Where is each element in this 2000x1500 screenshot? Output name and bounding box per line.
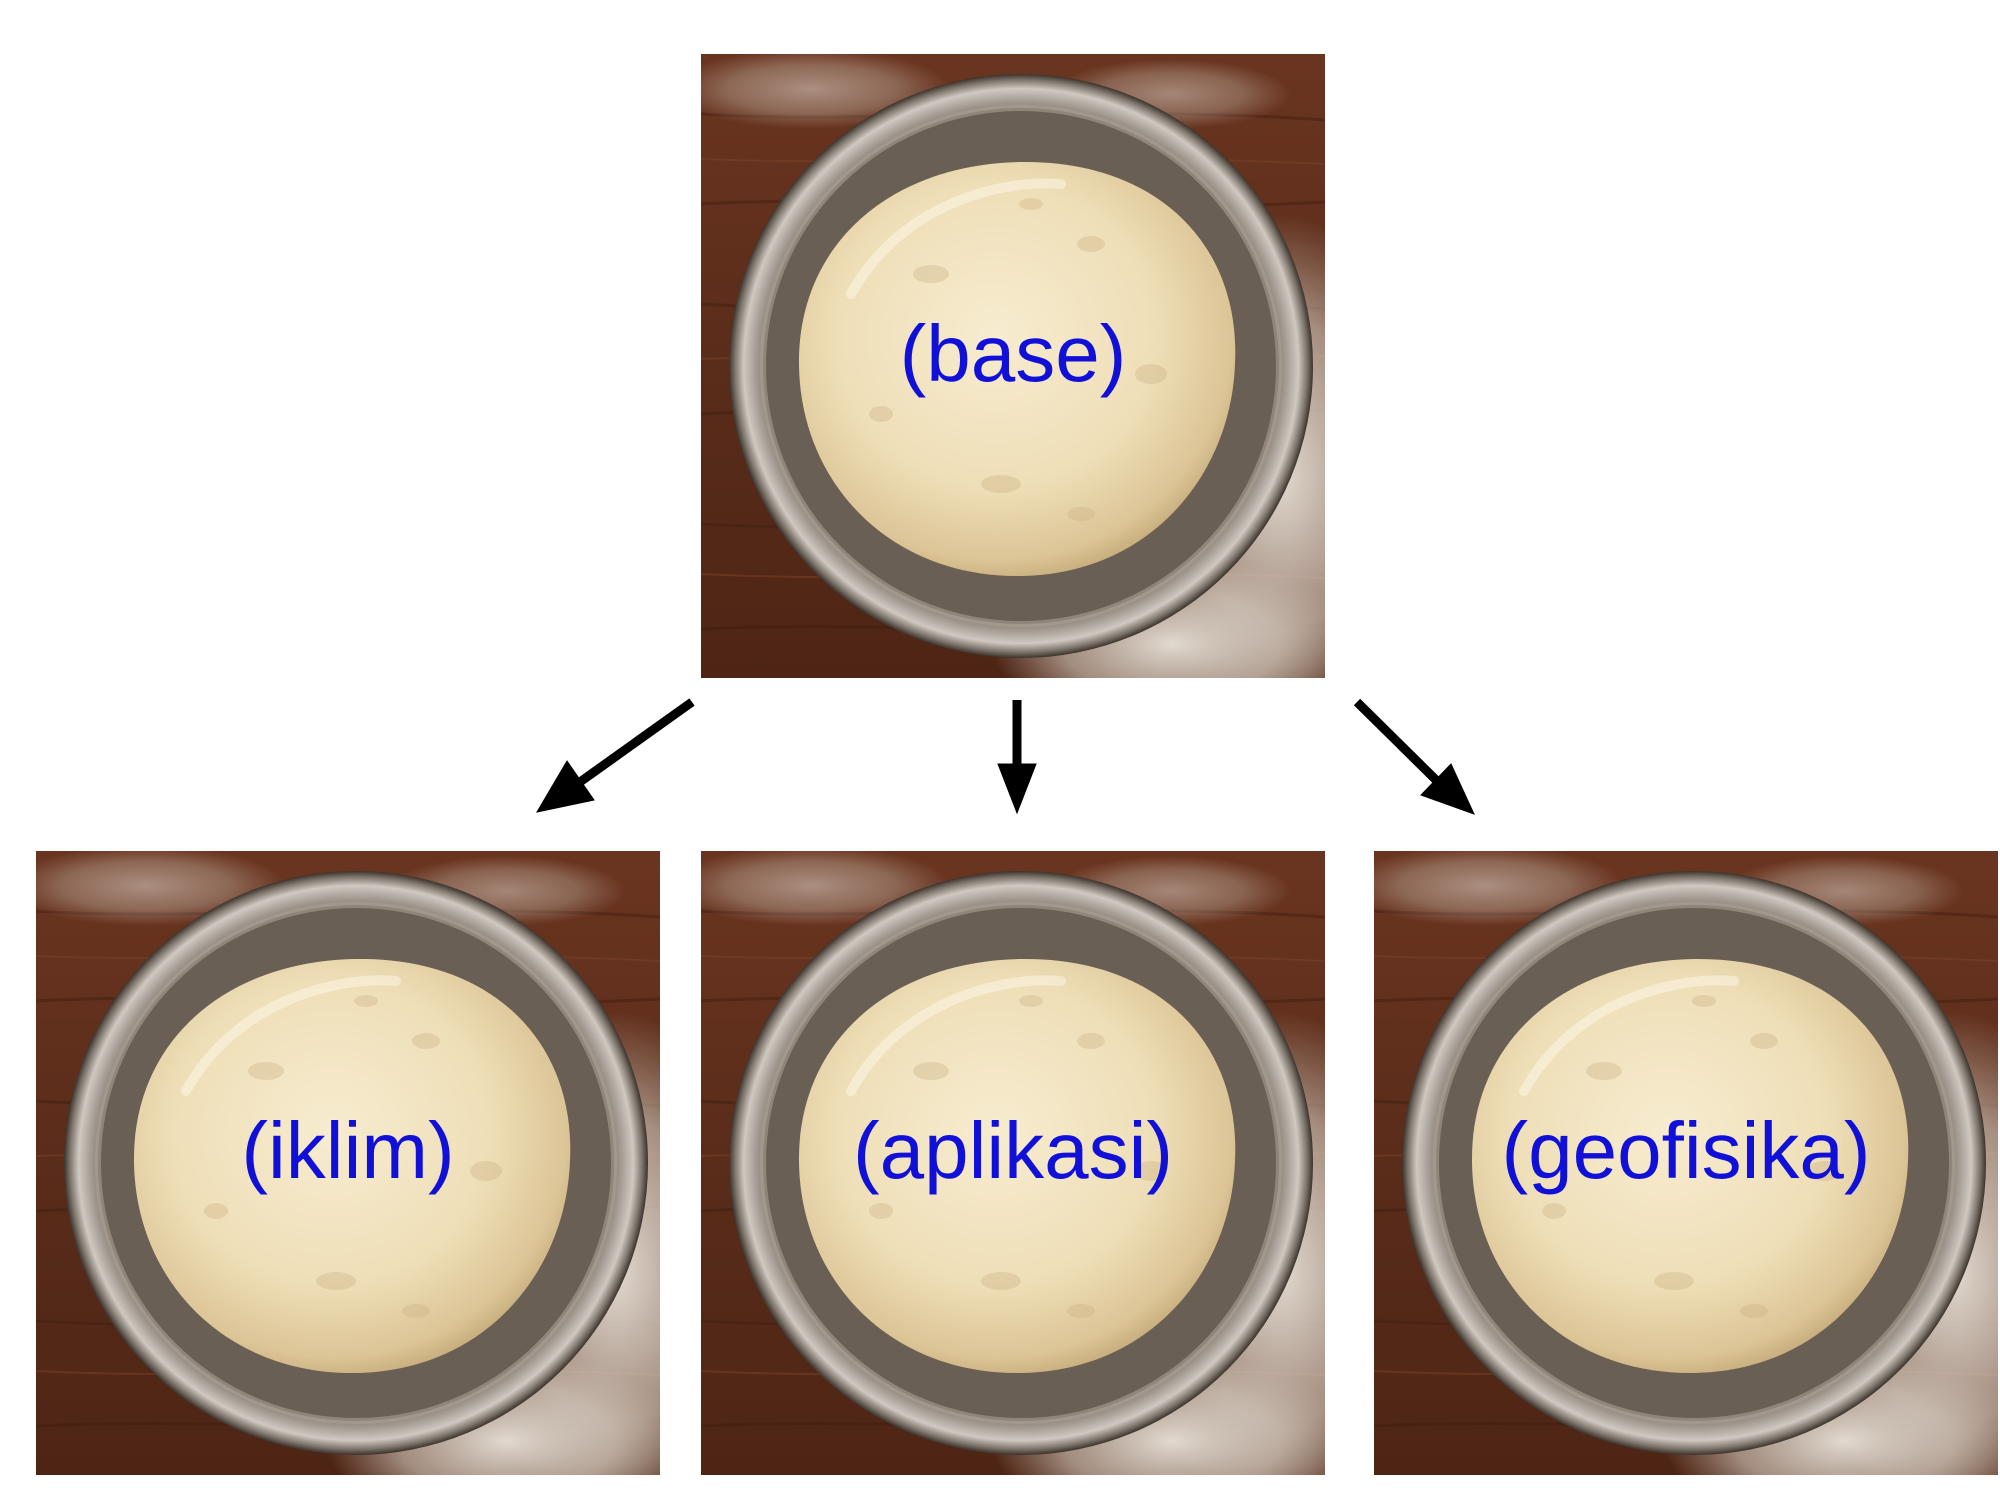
node-child-iklim: (iklim) [36, 851, 660, 1475]
node-child-aplikasi: (aplikasi) [701, 851, 1325, 1475]
arrow-group [535, 698, 1475, 815]
node-label: (geofisika) [1501, 1106, 1871, 1195]
arrow-to-iklim [535, 698, 695, 813]
node-label: (base) [899, 309, 1127, 398]
node-child-geofisika: (geofisika) [1374, 851, 1998, 1475]
node-label: (aplikasi) [852, 1106, 1174, 1195]
node-base: (base) [701, 54, 1325, 678]
arrow-to-aplikasi [997, 700, 1037, 815]
arrow-to-geofisika [1353, 698, 1475, 815]
node-label: (iklim) [241, 1106, 455, 1195]
